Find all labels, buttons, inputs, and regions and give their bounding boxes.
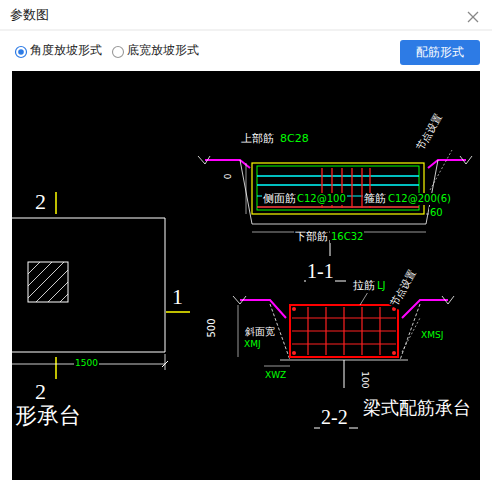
dimension: 1500 <box>74 358 99 368</box>
rebar-spec: C12@200(6) <box>387 193 452 205</box>
section-mark: 2 <box>34 189 47 214</box>
rebar-label: 上部筋 <box>240 133 275 146</box>
action-button: 配筋形式 <box>400 40 480 65</box>
radio-dot <box>18 49 24 55</box>
radio-unchecked <box>113 47 124 58</box>
close-icon <box>468 12 478 22</box>
dimension: 0 <box>223 173 233 181</box>
section-1-1 <box>198 150 472 281</box>
rebar-label: 箍筋 <box>363 193 387 206</box>
rebar-spec: LJ <box>376 280 387 292</box>
plan-view <box>12 192 190 379</box>
dialog-title: 参数图 <box>9 8 50 23</box>
section-mark: 2 <box>34 379 47 404</box>
dimension: 100 <box>360 370 370 389</box>
param-code: XMJ <box>243 339 262 349</box>
section-title: 1-1 <box>306 260 335 283</box>
radio-label: 角度放坡形式 <box>29 44 103 58</box>
rebar-spec: C12@100 <box>296 193 347 205</box>
part-name: 形承台 <box>14 403 82 428</box>
radio-checked <box>16 47 27 58</box>
rebar-label: 下部筋 <box>294 231 329 244</box>
param-label: 斜面宽 <box>244 326 276 338</box>
section-mark: 1 <box>171 284 184 309</box>
dimension: 500 <box>206 317 218 338</box>
rebar-label: 侧面筋 <box>262 193 297 206</box>
button-label: 配筋形式 <box>415 46 465 60</box>
rebar-label: 拉筋 <box>352 280 376 293</box>
title-divider <box>0 30 492 31</box>
dimension: 60 <box>429 207 444 219</box>
param-code: XWZ <box>264 370 287 380</box>
param-code: XMSJ <box>420 330 444 340</box>
part-name: 梁式配筋承台 <box>362 398 472 419</box>
section-title: 2-2 <box>320 406 349 429</box>
rebar-spec: 8C28 <box>279 133 310 146</box>
cad-canvas <box>12 71 480 480</box>
rebar-spec: 16C32 <box>330 231 364 243</box>
radio-label: 底宽放坡形式 <box>126 44 200 58</box>
